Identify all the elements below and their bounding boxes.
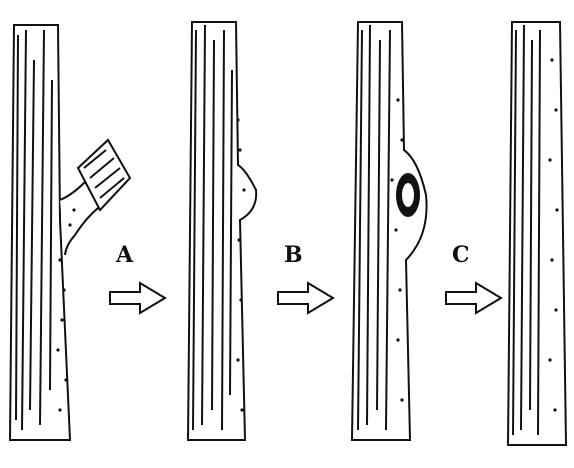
step-B: B — [278, 242, 333, 313]
stage-3-healing-callus — [352, 22, 427, 440]
step-label-C: C — [452, 242, 470, 268]
step-C: C — [446, 242, 501, 313]
right-arrow-icon — [110, 283, 165, 313]
stage-4-healed-trunk — [508, 22, 566, 445]
step-label-A: A — [115, 242, 134, 268]
step-label-B: B — [284, 242, 303, 268]
stage-1-branch-stub — [10, 25, 130, 440]
right-arrow-icon — [278, 283, 333, 313]
right-arrow-icon — [446, 283, 501, 313]
step-A: A — [110, 242, 165, 313]
stage-2-small-knob — [188, 22, 256, 440]
